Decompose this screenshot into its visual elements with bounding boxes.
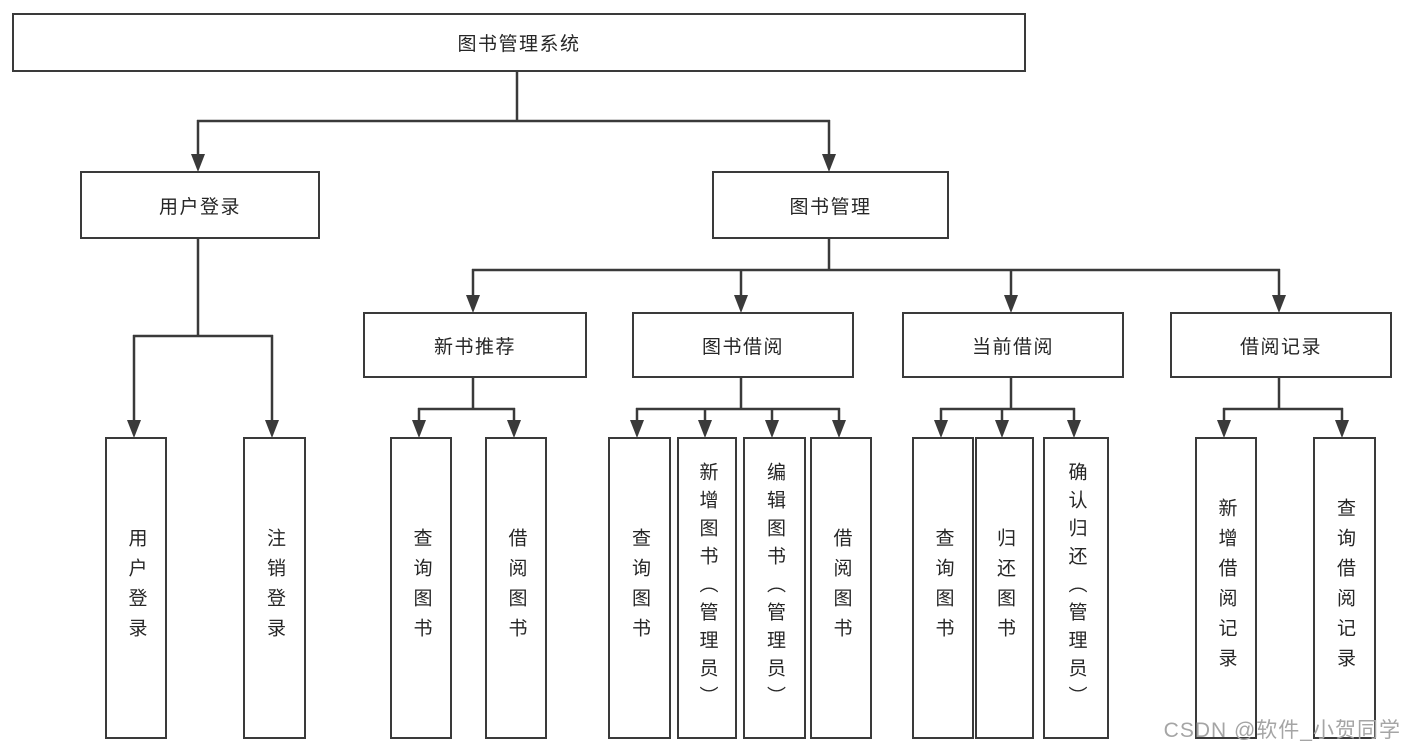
leaf-label: 借阅图书 [830, 528, 852, 648]
arrowhead [1272, 295, 1286, 313]
connector-book-mgmt-to-level3 [466, 235, 1286, 313]
arrowhead [765, 420, 779, 438]
arrowhead [265, 420, 279, 438]
leaf-label: 编辑图书（管理员） [764, 462, 785, 714]
leaf-label: 确认归还（管理员） [1065, 462, 1087, 714]
connector-root-to-level2 [191, 68, 836, 172]
arrowhead [191, 154, 205, 172]
connector-user-login-to-leaves [127, 235, 279, 438]
arrowhead [934, 420, 948, 438]
connector-borrow-records-to-leaves [1217, 374, 1349, 438]
node-new-book-recommend: 新书推荐 [363, 312, 587, 378]
arrowhead [822, 154, 836, 172]
leaf-borrow-books-recommend: 借阅图书 [485, 437, 547, 739]
leaf-return-books: 归还图书 [975, 437, 1034, 739]
arrowhead [1067, 420, 1081, 438]
arrowhead [1335, 420, 1349, 438]
leaf-edit-books-admin: 编辑图书（管理员） [743, 437, 806, 739]
csdn-watermark: CSDN @软件_小贺同学 [1163, 719, 1401, 742]
arrowhead [630, 420, 644, 438]
arrowhead [698, 420, 712, 438]
leaf-label: 查询借阅记录 [1334, 498, 1355, 678]
leaf-query-borrow-record: 查询借阅记录 [1313, 437, 1376, 739]
arrowhead [507, 420, 521, 438]
leaf-label: 查询图书 [629, 528, 650, 648]
arrowhead [832, 420, 846, 438]
arrowhead [734, 295, 748, 313]
leaf-label: 归还图书 [994, 528, 1015, 648]
leaf-label: 查询图书 [932, 528, 954, 648]
leaf-user-login: 用户登录 [105, 437, 167, 739]
arrowhead [127, 420, 141, 438]
node-book-borrow: 图书借阅 [632, 312, 854, 378]
leaf-confirm-return-admin: 确认归还（管理员） [1043, 437, 1109, 739]
connector-book-borrow-to-leaves [630, 374, 846, 438]
leaf-query-books-borrow: 查询图书 [608, 437, 671, 739]
leaf-logout: 注销登录 [243, 437, 306, 739]
leaf-label: 新增借阅记录 [1215, 498, 1237, 678]
leaf-label: 用户登录 [125, 528, 147, 648]
node-root-system: 图书管理系统 [12, 13, 1026, 72]
node-book-management: 图书管理 [712, 171, 949, 239]
node-borrow-records: 借阅记录 [1170, 312, 1392, 378]
leaf-label: 注销登录 [264, 528, 285, 648]
leaf-query-books-current: 查询图书 [912, 437, 974, 739]
connector-current-borrow-to-leaves [934, 374, 1081, 438]
leaf-add-borrow-record: 新增借阅记录 [1195, 437, 1257, 739]
node-user-login: 用户登录 [80, 171, 320, 239]
node-current-borrow: 当前借阅 [902, 312, 1124, 378]
leaf-add-books-admin: 新增图书（管理员） [677, 437, 737, 739]
leaf-query-books-recommend: 查询图书 [390, 437, 452, 739]
leaf-label: 查询图书 [410, 528, 432, 648]
arrowhead [466, 295, 480, 313]
leaf-borrow-books: 借阅图书 [810, 437, 872, 739]
arrowhead [1217, 420, 1231, 438]
leaf-label: 新增图书（管理员） [696, 462, 718, 714]
arrowhead [995, 420, 1009, 438]
connector-new-book-to-leaves [412, 374, 521, 438]
arrowhead [412, 420, 426, 438]
leaf-label: 借阅图书 [505, 528, 527, 648]
arrowhead [1004, 295, 1018, 313]
